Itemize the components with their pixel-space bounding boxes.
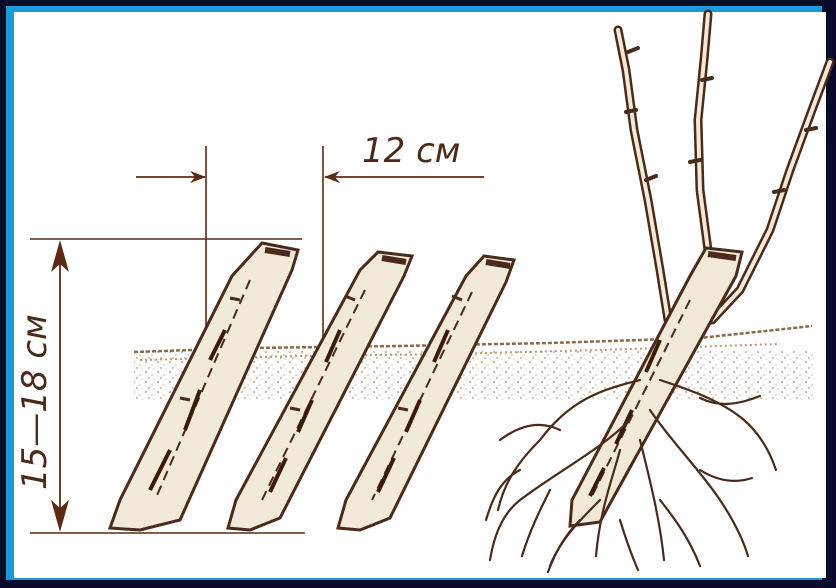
spacing-dimension: 12 см: [136, 131, 484, 352]
depth-label: 15—18 см: [15, 314, 55, 490]
spacing-label: 12 см: [362, 131, 460, 171]
rooted-plant: [486, 14, 830, 572]
